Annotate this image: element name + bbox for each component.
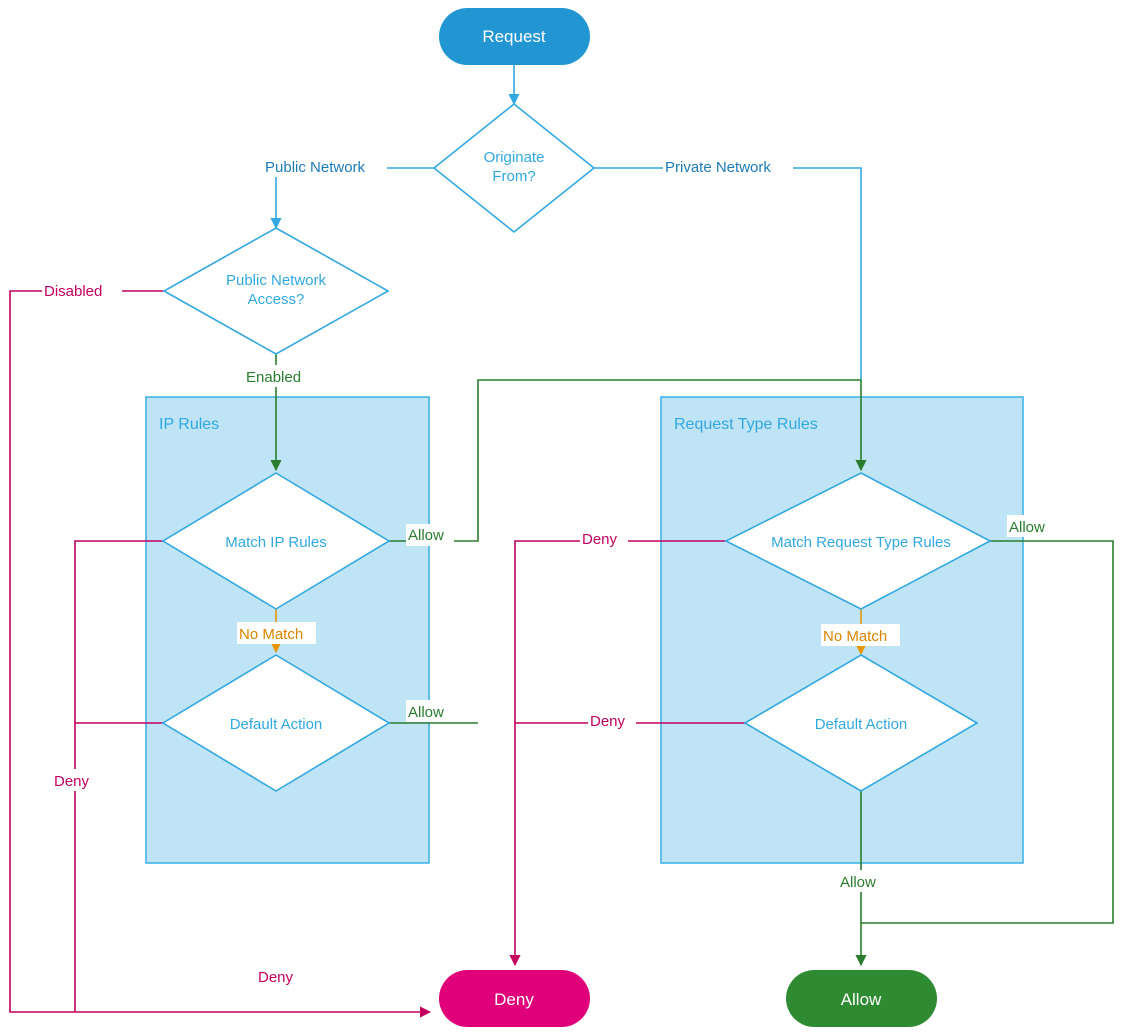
- decision-public-network-access-label-1: Public Network: [226, 272, 327, 289]
- decision-public-network-access[interactable]: [162, 227, 390, 355]
- edge-label-public-network-bg: [263, 155, 387, 177]
- edge-label-no-match-left-bg: [237, 622, 316, 644]
- decision-default-action-left[interactable]: [161, 654, 391, 792]
- decision-match-request-type-rules-label: Match Request Type Rules: [771, 534, 951, 551]
- edge-label-allow-default-left-bg: [406, 700, 454, 722]
- decision-originate-from-label-1: Originate: [484, 149, 545, 166]
- edge-label-allow-match-ip-bg: [406, 524, 454, 546]
- edge-label-allow-match-req-bg: [1007, 515, 1055, 537]
- decision-originate-from[interactable]: [432, 102, 596, 234]
- decision-default-action-left-label: Default Action: [230, 716, 323, 733]
- decision-match-ip-rules-label: Match IP Rules: [225, 534, 326, 551]
- decision-match-request-type-rules[interactable]: [724, 472, 992, 610]
- decision-match-ip-rules[interactable]: [161, 472, 391, 610]
- group-request-type-rules-title: Request Type Rules: [674, 416, 818, 433]
- edge-label-no-match-right: No Match: [823, 628, 887, 645]
- decision-default-action-right-label: Default Action: [815, 716, 908, 733]
- terminal-deny-label: Deny: [494, 990, 534, 1009]
- edge-label-no-match-left: No Match: [239, 626, 303, 643]
- edge-label-allow-default-right-bg: [838, 870, 886, 892]
- terminal-request-label: Request: [482, 27, 546, 46]
- edge-label-deny-match-ip: Deny: [54, 773, 90, 790]
- edge-label-public-network: Public Network: [265, 159, 366, 176]
- edge-label-deny-default-left-bg: [256, 965, 304, 987]
- edge-label-allow-match-req: Allow: [1009, 519, 1045, 536]
- edge-label-deny-default-right-bg: [588, 709, 636, 731]
- decision-default-action-right[interactable]: [743, 654, 979, 792]
- edge-label-deny-match-req: Deny: [582, 531, 618, 548]
- group-ip-rules-title: IP Rules: [159, 416, 219, 433]
- edge-label-no-match-right-bg: [821, 624, 900, 646]
- terminal-deny[interactable]: [439, 970, 590, 1027]
- edge-label-deny-match-req-bg: [580, 527, 628, 549]
- edge-label-allow-default-right: Allow: [840, 874, 876, 891]
- edge-label-allow-match-ip: Allow: [408, 527, 444, 544]
- edge-label-disabled: Disabled: [44, 283, 102, 300]
- edge-match-request-deny: [509, 540, 726, 967]
- edge-label-deny-default-right: Deny: [590, 713, 626, 730]
- edge-match-ip-deny: [74, 540, 163, 1012]
- edge-label-deny-default-left: Deny: [258, 969, 294, 986]
- edge-label-private-network: Private Network: [665, 159, 771, 176]
- terminal-request[interactable]: [439, 8, 590, 65]
- edge-label-allow-default-left: Allow: [408, 704, 444, 721]
- edge-label-deny-match-ip-bg: [52, 769, 100, 791]
- edge-label-enabled: Enabled: [246, 369, 301, 386]
- terminal-allow[interactable]: [786, 970, 937, 1027]
- edge-match-request-allow: [861, 540, 1114, 924]
- edge-label-disabled-bg: [42, 279, 122, 301]
- decision-public-network-access-label-2: Access?: [248, 291, 305, 308]
- edge-label-enabled-bg: [244, 365, 310, 387]
- decision-originate-from-label-2: From?: [492, 168, 535, 185]
- terminal-allow-label: Allow: [841, 990, 882, 1009]
- edge-originate-private: [594, 167, 862, 380]
- edge-label-private-network-bg: [663, 155, 793, 177]
